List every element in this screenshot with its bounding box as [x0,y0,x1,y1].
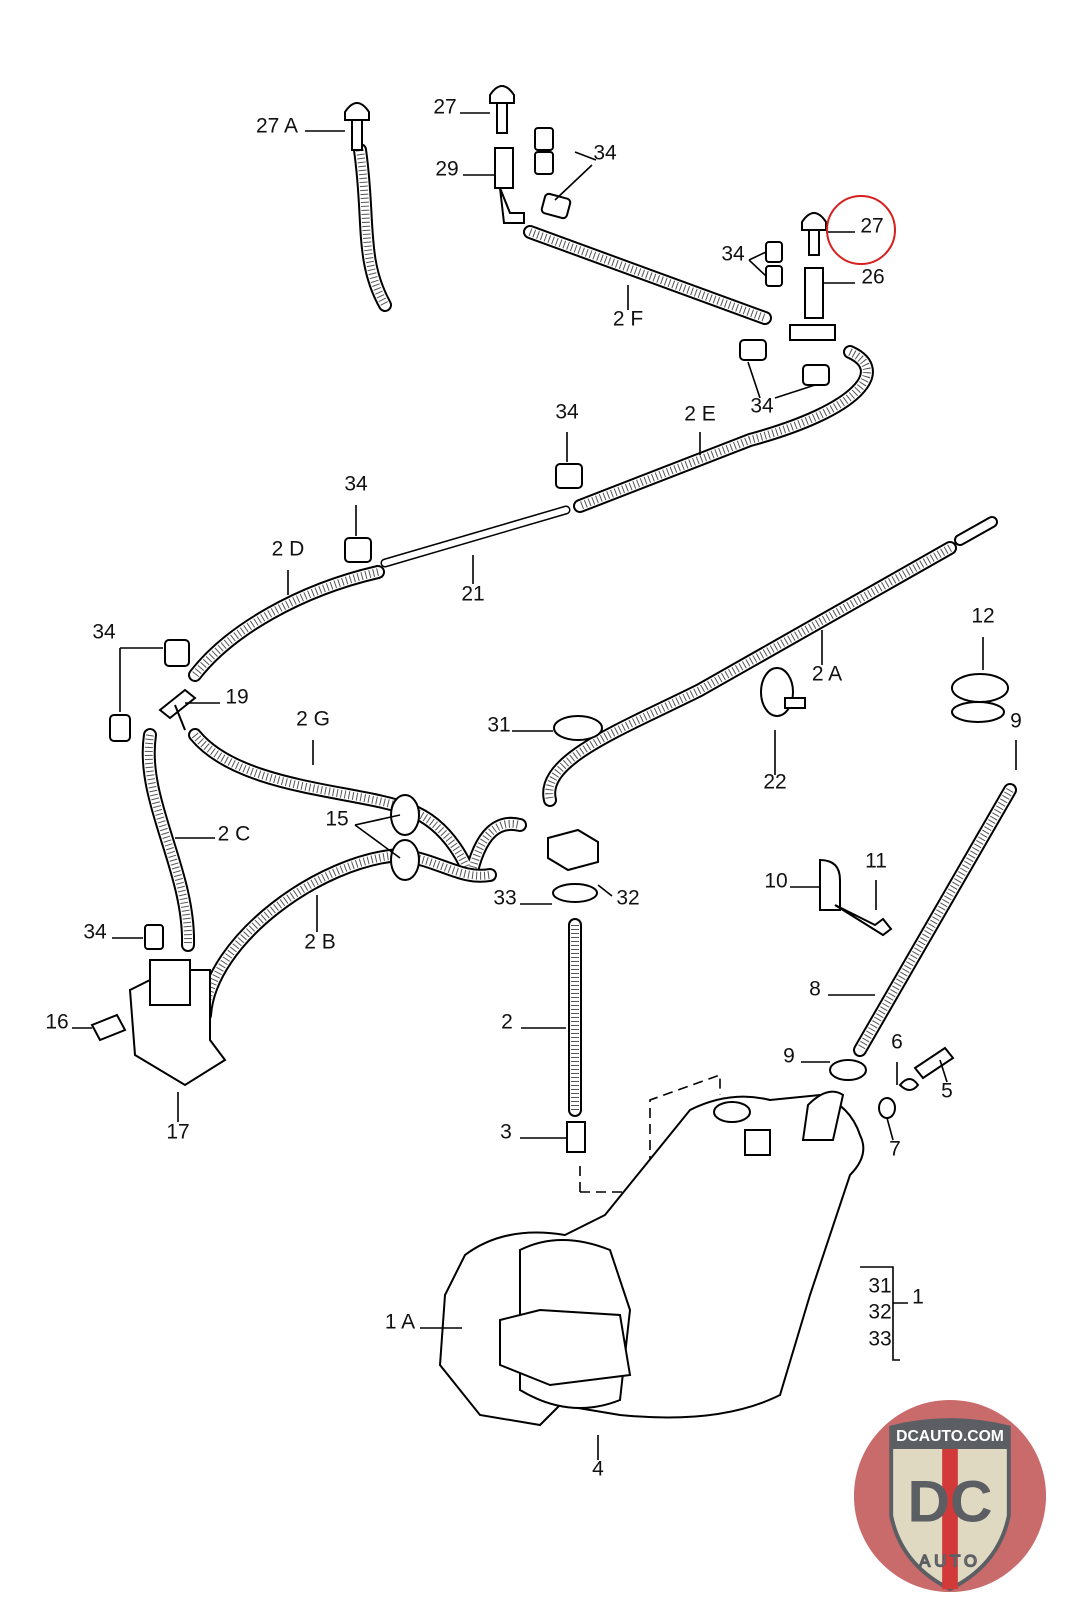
part-label: 12 [971,604,995,628]
hose-segment [201,850,491,1016]
part-label: 29 [435,157,459,181]
part-label: 34 [344,472,368,496]
hose-segment [190,567,383,680]
part-label: 2 D [271,537,305,561]
part-label: 2 A [811,662,843,686]
part-label: 34 [721,242,745,266]
hose-segment [200,849,495,1020]
part-label: 34 [750,394,774,418]
hose-segment [575,347,872,511]
part-label: 15 [325,807,349,831]
hose-segment [144,734,193,946]
part-label: 22 [763,770,787,794]
part-label: 4 [592,1457,604,1481]
part-label: 26 [861,265,885,289]
part-label: 8 [809,977,821,1001]
part-label: 10 [764,869,788,893]
part-label: 5 [941,1079,953,1103]
part-label: 21 [461,582,485,606]
logo-text-bottom: AUTO [919,1552,981,1571]
part-label: 2 F [612,307,644,331]
part-label: 32 [616,886,640,910]
hoses [141,143,1017,1117]
logo-text-main: DC [908,1469,993,1534]
part-label: 6 [891,1030,903,1054]
hose-segment [528,228,767,322]
hose-segment [355,145,390,310]
part-label: 34 [593,141,617,165]
part-label: 27 [433,95,457,119]
hose-segment [190,730,525,882]
part-label: 27 A [255,114,299,138]
hose-segment [855,785,1015,1055]
part-label: 17 [166,1120,190,1144]
part-label: 33 [868,1327,892,1351]
part-label: 32 [868,1300,892,1324]
logo-text-top: DCAUTO.COM [896,1428,1004,1445]
part-label: 3 [500,1120,512,1144]
part-label: 19 [225,685,249,709]
part-label: 16 [45,1010,69,1034]
parts [90,85,1009,1427]
part-label: 11 [865,849,887,873]
highlight-circle [826,195,896,265]
part-label: 2 [501,1010,513,1034]
hose-segment [188,565,385,682]
part-label: 1 [912,1285,924,1309]
leader-lines [72,112,1017,1460]
part-label-highlighted: 27 [860,214,884,238]
hose-segment [544,543,955,805]
part-label: 34 [92,620,116,644]
part-label: 2 B [304,930,336,954]
part-label: 31 [487,713,511,737]
part-label: 2 C [217,822,251,846]
part-label: 1 A [384,1310,416,1334]
part-label: 7 [889,1137,901,1161]
part-label: 33 [493,886,517,910]
part-label: 34 [83,920,107,944]
dcauto-logo: DCAUTO.COM DC AUTO [853,1399,1047,1593]
part-label: 2 E [684,402,716,426]
part-label: 2 G [296,707,330,731]
part-label: 34 [555,400,579,424]
hose-segment [191,568,379,678]
part-label: 31 [868,1274,892,1298]
part-label: 9 [1010,709,1022,733]
part-label: 9 [783,1044,795,1068]
